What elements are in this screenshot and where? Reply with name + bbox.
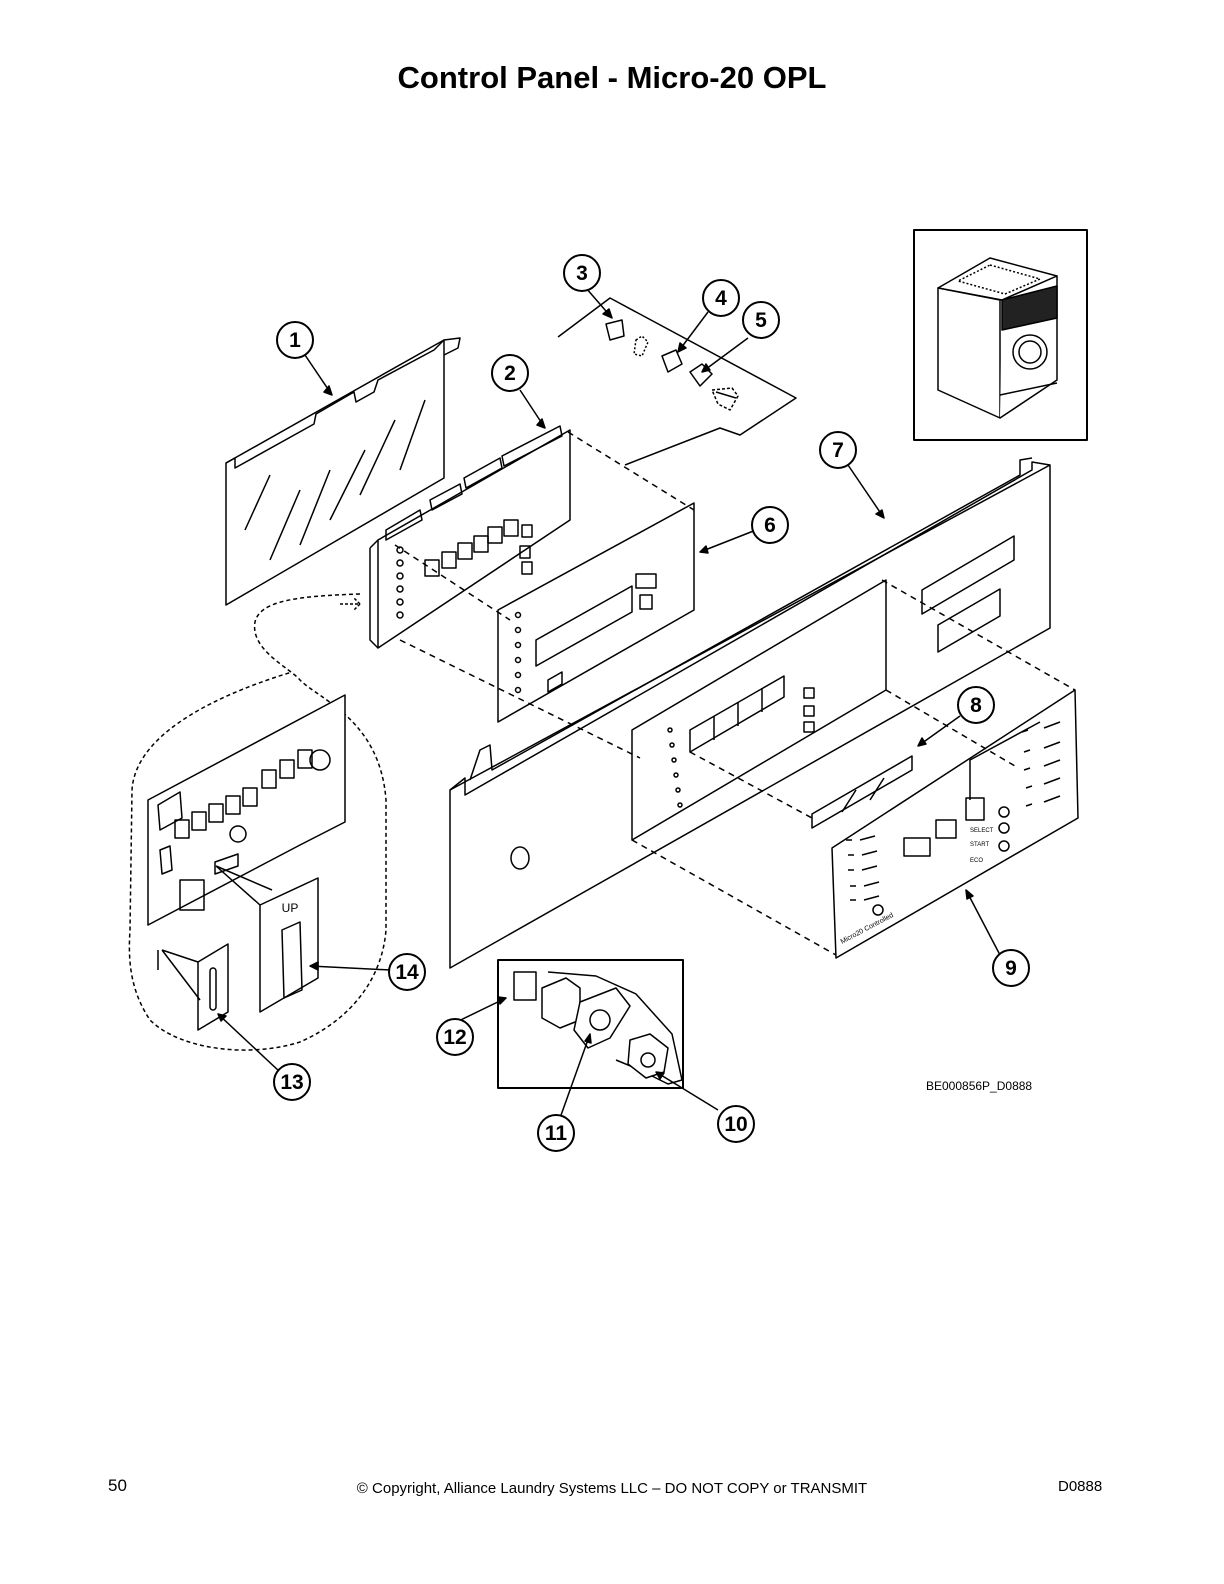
projection-lines: [394, 431, 1076, 956]
callout-1: 1: [289, 329, 301, 352]
detail-balloon: [128, 593, 387, 1051]
reference-code: BE000856P_D0888: [926, 1079, 1032, 1093]
part-2-board: [369, 425, 571, 649]
callout-2: 2: [504, 362, 516, 385]
callout-circles: [273, 254, 1030, 1152]
callout-14: 14: [395, 961, 419, 984]
callout-8: 8: [970, 694, 982, 717]
callout-5: 5: [755, 309, 767, 332]
part-9-overlay-label: [811, 689, 1079, 959]
page-title: Control Panel - Micro-20 OPL: [397, 60, 827, 95]
select-label: SELECT: [970, 828, 994, 834]
chip-orientation-label: UP: [282, 901, 299, 915]
copyright-notice: © Copyright, Alliance Laundry Systems LL…: [356, 1480, 868, 1497]
part-7-main-panel: [449, 457, 1051, 969]
callout-leaders: [217, 287, 1001, 1119]
callout-13: 13: [280, 1071, 303, 1094]
callout-10: 10: [724, 1113, 747, 1136]
document-code: D0888: [1058, 1478, 1103, 1495]
page-number: 50: [108, 1476, 127, 1495]
machine-inset: [913, 229, 1088, 441]
eco-label: ECO: [970, 858, 983, 864]
callout-7: 7: [832, 439, 844, 462]
parts-3-4-5-group: [557, 297, 797, 466]
callout-12: 12: [443, 1026, 466, 1049]
callout-3: 3: [576, 262, 588, 285]
start-label: START: [970, 842, 989, 848]
callout-9: 9: [1005, 957, 1017, 980]
callout-4: 4: [715, 287, 727, 310]
parts-10-11-12-box: [497, 959, 684, 1089]
part-1-cover: [225, 337, 461, 606]
callout-6: 6: [764, 514, 776, 537]
part-6-plate: [497, 502, 695, 723]
callout-11: 11: [545, 1122, 568, 1145]
